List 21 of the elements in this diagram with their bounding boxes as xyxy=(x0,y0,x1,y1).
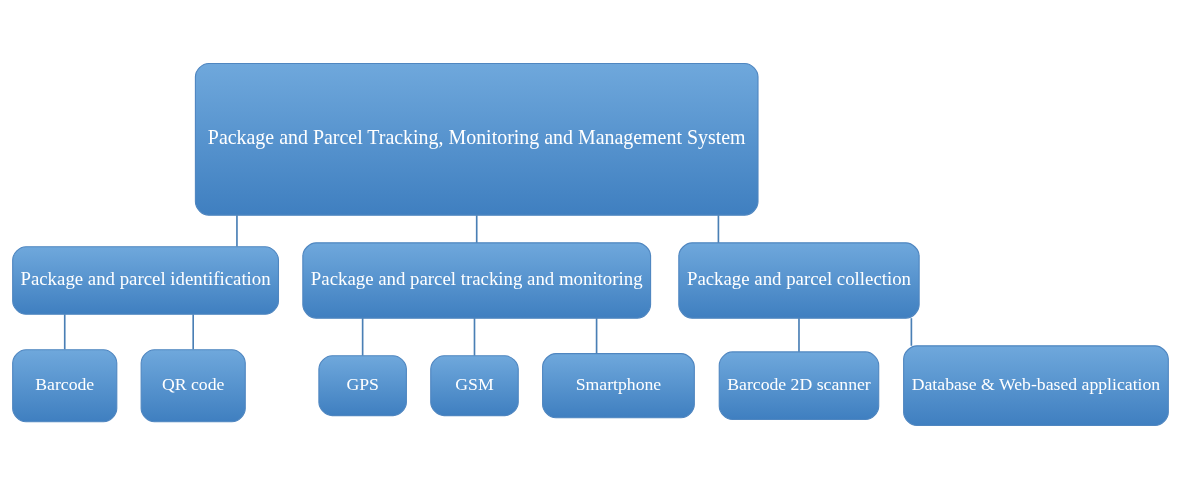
node-box: QR code xyxy=(140,348,246,422)
node-box: Package and Parcel Tracking, Monitoring and Management System xyxy=(194,62,759,216)
node-box: Package and parcel identification xyxy=(12,245,280,315)
connector xyxy=(595,316,598,354)
node-box: Database & Web-based application xyxy=(903,344,1169,426)
node-box: Barcode xyxy=(12,348,118,422)
connector xyxy=(717,213,720,244)
connector xyxy=(798,316,800,353)
connector xyxy=(910,316,913,347)
node-box: Package and parcel collection xyxy=(678,241,920,319)
connector xyxy=(192,313,195,350)
node-box: Package and parcel tracking and monitoring xyxy=(302,241,652,319)
connector xyxy=(63,313,66,350)
connector xyxy=(236,213,238,247)
node-box: Barcode 2D scanner xyxy=(718,350,880,420)
connector xyxy=(475,213,478,244)
node-box: GSM xyxy=(430,354,519,416)
node-box: Smartphone xyxy=(542,352,695,418)
connector xyxy=(361,316,364,356)
node-box: GPS xyxy=(318,354,407,416)
connector xyxy=(473,316,476,356)
